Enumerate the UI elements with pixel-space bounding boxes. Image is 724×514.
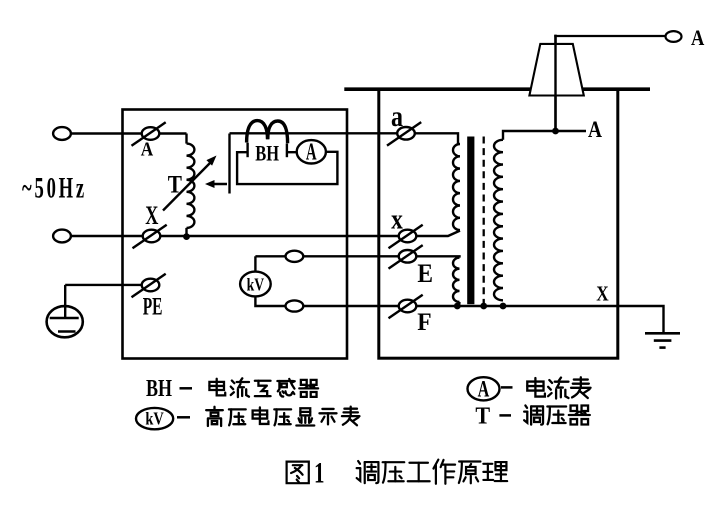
svg-text:E: E bbox=[417, 260, 433, 288]
svg-text:a: a bbox=[391, 100, 403, 133]
svg-text:kV: kV bbox=[145, 408, 164, 429]
svg-text:X: X bbox=[145, 201, 158, 230]
svg-text:T: T bbox=[168, 171, 183, 199]
svg-text:1: 1 bbox=[314, 456, 324, 490]
svg-text:kV: kV bbox=[247, 276, 265, 295]
svg-text:BH: BH bbox=[255, 142, 279, 166]
svg-text:T: T bbox=[475, 402, 490, 429]
svg-text:A: A bbox=[141, 138, 154, 161]
svg-text:A: A bbox=[588, 116, 603, 142]
svg-text:A: A bbox=[478, 377, 490, 402]
svg-text:A: A bbox=[306, 139, 317, 165]
svg-text:~50Hz: ~50Hz bbox=[22, 172, 87, 204]
svg-text:F: F bbox=[417, 308, 431, 336]
svg-text:PE: PE bbox=[143, 293, 163, 321]
svg-text:x: x bbox=[391, 203, 403, 234]
svg-text:A: A bbox=[691, 26, 704, 50]
svg-text:X: X bbox=[596, 283, 609, 306]
svg-text:BH: BH bbox=[146, 375, 172, 402]
